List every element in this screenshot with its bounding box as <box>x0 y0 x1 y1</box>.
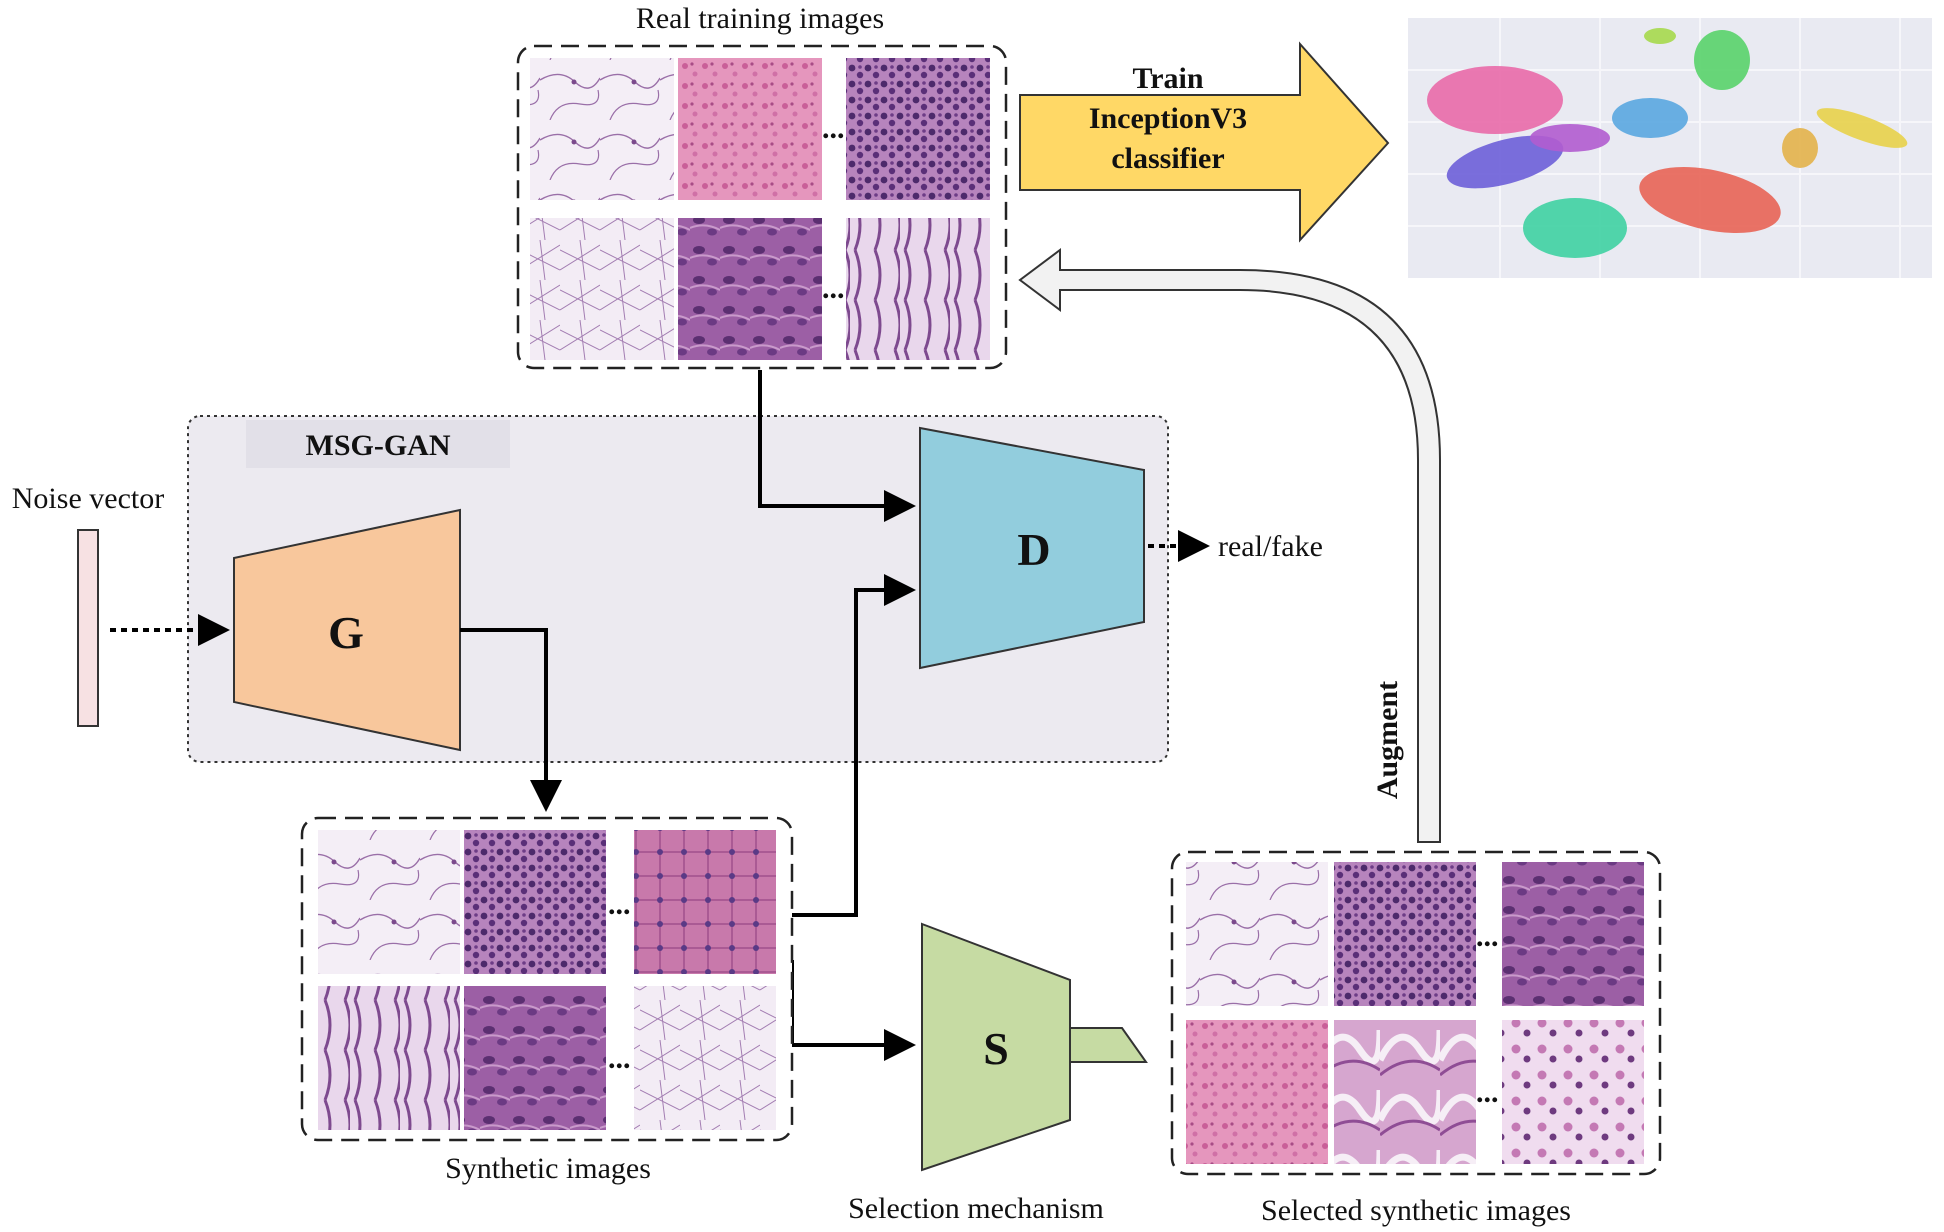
real-training-image-tiles: ... ... <box>530 58 990 360</box>
synthetic-to-discriminator-arrow <box>792 574 916 917</box>
selected-image-tiles: ... ... <box>1186 862 1644 1164</box>
ellipsis: ... <box>822 272 845 305</box>
augment-label: Augment <box>1371 681 1404 799</box>
real-image-tile <box>846 218 990 360</box>
tsne-cluster <box>1446 135 1564 189</box>
tsne-cluster <box>1523 198 1627 258</box>
real-fake-label: real/fake <box>1218 530 1323 563</box>
synthetic-image-tile <box>464 830 606 974</box>
generator-label: G <box>328 607 364 658</box>
ellipsis: ... <box>608 888 631 921</box>
real-image-tile <box>530 58 674 200</box>
real-image-tile <box>530 218 674 360</box>
selector-block <box>921 922 1071 1172</box>
synthetic-image-tiles: ... ... <box>318 830 776 1130</box>
tsne-cluster <box>1644 28 1676 44</box>
ellipsis: ... <box>608 1042 631 1075</box>
selected-image-tile <box>1334 862 1476 1006</box>
tsne-cluster <box>1816 108 1908 148</box>
real-image-tile <box>678 218 822 360</box>
synthetic-image-tile <box>634 986 776 1130</box>
train-label: Train <box>1132 62 1203 95</box>
real-image-tile <box>678 58 822 200</box>
synthetic-image-tile <box>634 830 776 974</box>
ellipsis: ... <box>822 112 845 145</box>
generator-to-synthetic-arrow <box>460 628 562 812</box>
synthetic-image-tile <box>464 986 606 1130</box>
augment-arrow <box>1018 248 1441 843</box>
synthetic-image-tile <box>318 986 460 1130</box>
tsne-cluster <box>1530 124 1610 152</box>
synthetic-to-selector-arrow <box>790 960 916 1061</box>
synthetic-image-tile <box>318 830 460 974</box>
real-image-tile <box>846 58 990 200</box>
tsne-cluster <box>1782 128 1818 168</box>
ellipsis: ... <box>1476 1076 1499 1109</box>
selected-image-tile <box>1186 862 1328 1006</box>
noise-vector-bar <box>77 529 99 727</box>
classifier-label: classifier <box>1111 142 1224 175</box>
real-training-images-label: Real training images <box>636 2 884 35</box>
msg-gan-label: MSG-GAN <box>306 429 451 462</box>
selected-image-tile <box>1186 1020 1328 1164</box>
selector-label: S <box>983 1023 1009 1074</box>
generator-block <box>233 508 461 752</box>
tsne-cluster <box>1427 66 1563 134</box>
selected-image-tile <box>1334 1020 1476 1164</box>
selected-synthetic-images-label: Selected synthetic images <box>1261 1194 1571 1227</box>
real-to-discriminator-arrow <box>758 370 916 522</box>
tsne-cluster <box>1612 98 1688 138</box>
tsne-plot <box>1408 18 1932 278</box>
selector-output <box>1069 1027 1148 1063</box>
ellipsis: ... <box>1476 920 1499 953</box>
tsne-cluster <box>1694 30 1750 90</box>
selection-mechanism-label: Selection mechanism <box>848 1192 1104 1225</box>
discriminator-label: D <box>1017 524 1050 575</box>
synthetic-images-label: Synthetic images <box>445 1152 651 1185</box>
discriminator-block <box>919 426 1145 670</box>
inception-label: InceptionV3 <box>1089 102 1247 135</box>
selected-image-tile <box>1502 862 1644 1006</box>
train-arrow <box>1019 41 1390 243</box>
selected-image-tile <box>1502 1020 1644 1164</box>
noise-vector-label: Noise vector <box>12 482 164 515</box>
tsne-cluster <box>1639 167 1781 233</box>
msg-gan-label-box <box>246 420 510 468</box>
